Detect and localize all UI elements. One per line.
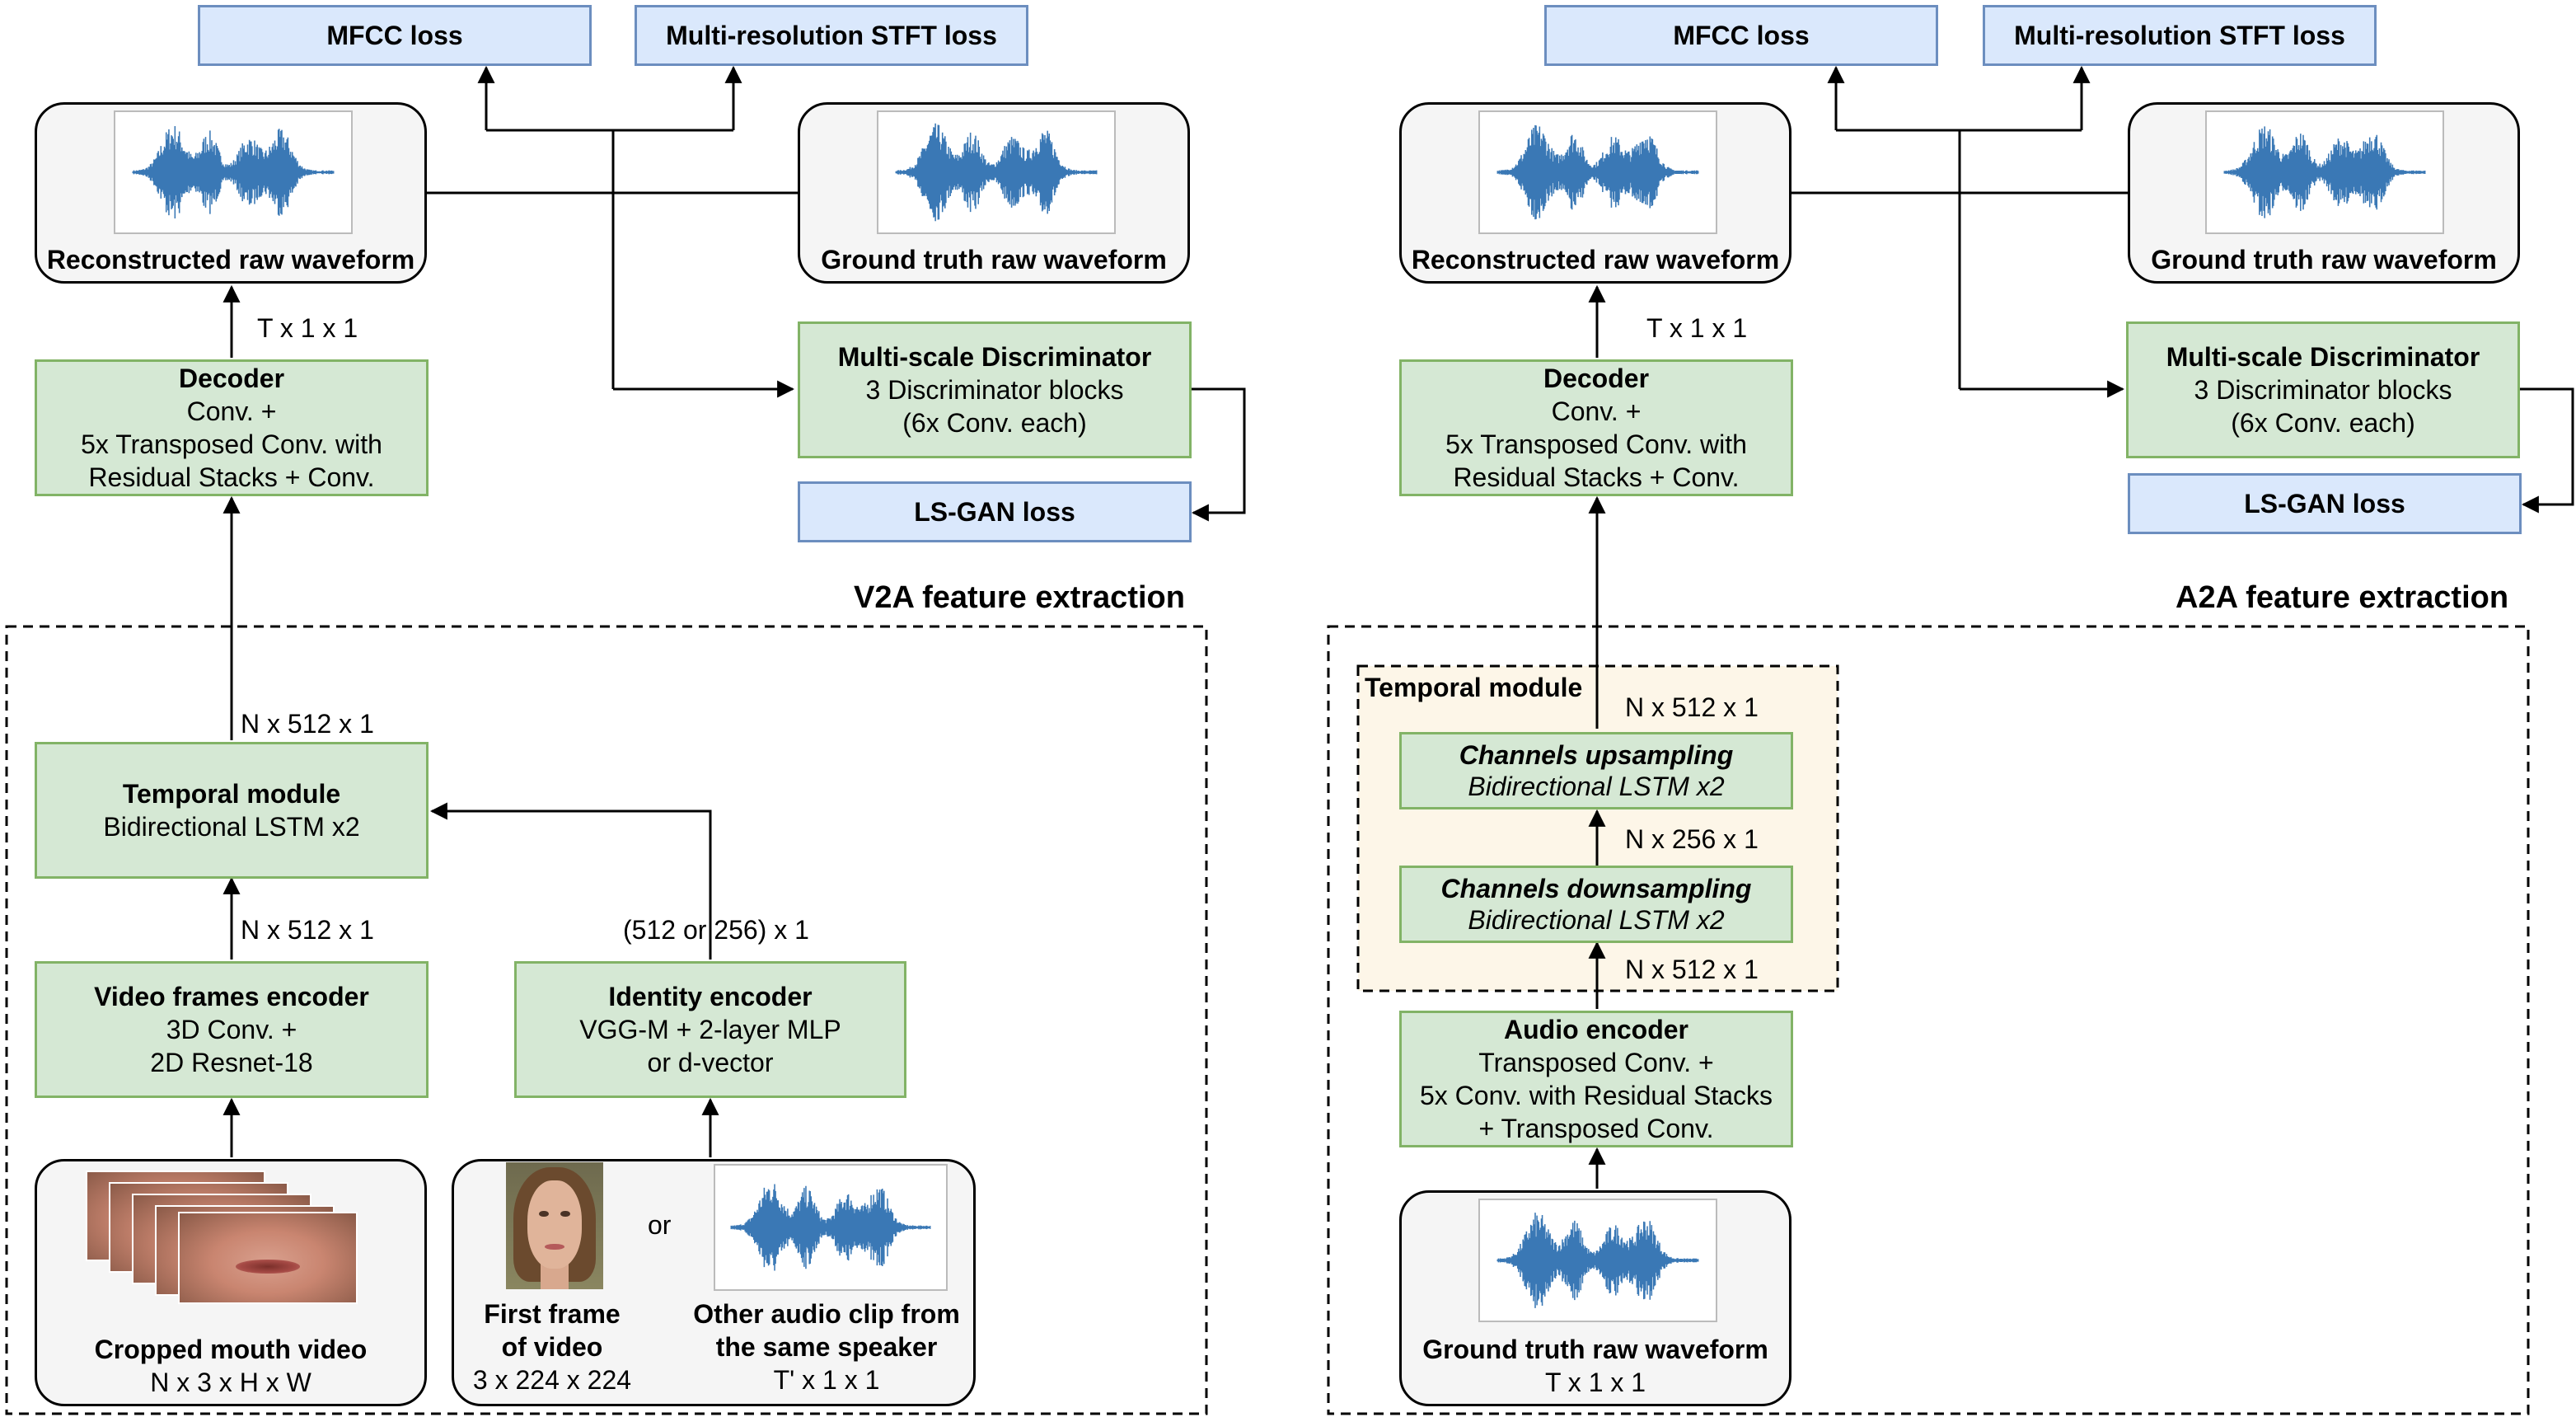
- video-encoder-title: Video frames encoder: [94, 982, 369, 1011]
- other-audio-title: Other audio clip from: [693, 1299, 960, 1329]
- mouth-video-dims: N x 3 x H x W: [150, 1368, 311, 1397]
- waveform-icon: [714, 1164, 948, 1291]
- temporal-line: Bidirectional LSTM x2: [103, 812, 360, 842]
- discriminator-line: 3 Discriminator blocks: [2194, 375, 2452, 405]
- mouth-video-title: Cropped mouth video: [94, 1335, 368, 1364]
- identity-encoder-line: VGG-M + 2-layer MLP: [579, 1015, 841, 1044]
- other-audio-title: the same speaker: [715, 1332, 938, 1362]
- audio-encoder-box: Audio encoder Transposed Conv. + 5x Conv…: [1399, 1011, 1793, 1147]
- waveform-icon: [132, 126, 335, 218]
- stft-loss-label: Multi-resolution STFT loss: [666, 21, 997, 50]
- decoder-title: Decoder: [1543, 364, 1650, 393]
- decoder-line: Conv. +: [1551, 396, 1642, 426]
- discriminator-title: Multi-scale Discriminator: [2166, 342, 2480, 372]
- decoder-line: 5x Transposed Conv. with: [1445, 429, 1747, 459]
- waveform-icon: [877, 110, 1116, 234]
- discriminator-box: Multi-scale Discriminator 3 Discriminato…: [798, 321, 1192, 458]
- discriminator-box: Multi-scale Discriminator 3 Discriminato…: [2126, 321, 2520, 458]
- decoder-line: Residual Stacks + Conv.: [88, 462, 375, 492]
- temporal-module-box: Temporal module Bidirectional LSTM x2: [35, 742, 429, 879]
- downsampling-output-dims: N x 256 x 1: [1625, 824, 1759, 854]
- upsampling-line: Bidirectional LSTM x2: [1468, 772, 1725, 801]
- video-encoder-line: 3D Conv. +: [166, 1015, 297, 1044]
- reconstructed-waveform-label: Reconstructed raw waveform: [1411, 245, 1780, 274]
- stft-loss-label: Multi-resolution STFT loss: [2014, 21, 2345, 50]
- decoder-output-dims: T x 1 x 1: [257, 313, 358, 343]
- downsampling-title: Channels downsampling: [1440, 874, 1752, 903]
- video-encoder-output-dims: N x 512 x 1: [241, 915, 374, 945]
- waveform-icon: [2205, 110, 2444, 234]
- arrow-icon: [2520, 387, 2574, 514]
- decoder-line: Residual Stacks + Conv.: [1453, 462, 1740, 492]
- other-audio-caption: Other audio clip from the same speaker T…: [677, 1296, 976, 1398]
- first-frame-dims: 3 x 224 x 224: [472, 1365, 632, 1395]
- downsampling-line: Bidirectional LSTM x2: [1468, 905, 1725, 935]
- temporal-module-label: Temporal module: [1365, 673, 1583, 702]
- identity-encoder-title: Identity encoder: [608, 982, 813, 1011]
- discriminator-line: (6x Conv. each): [2231, 408, 2415, 438]
- audio-encoder-line: 5x Conv. with Residual Stacks: [1419, 1081, 1773, 1110]
- decoder-box: Decoder Conv. + 5x Transposed Conv. with…: [1399, 359, 1793, 496]
- decoder-line: 5x Transposed Conv. with: [81, 429, 382, 459]
- decoder-box: Decoder Conv. + 5x Transposed Conv. with…: [35, 359, 429, 496]
- ground-truth-input-title: Ground truth raw waveform: [1422, 1335, 1768, 1364]
- upsampling-output-dims: N x 512 x 1: [1625, 692, 1759, 722]
- decoder-line: Conv. +: [186, 396, 277, 426]
- stft-loss-box: Multi-resolution STFT loss: [635, 5, 1028, 66]
- section-title: A2A feature extraction: [2176, 580, 2509, 615]
- first-frame-title: First frame: [484, 1299, 621, 1329]
- identity-encoder-line: or d-vector: [647, 1048, 774, 1077]
- lsgan-loss-label: LS-GAN loss: [2244, 489, 2405, 518]
- identity-encoder-box: Identity encoder VGG-M + 2-layer MLP or …: [514, 961, 906, 1098]
- channels-upsampling-box: Channels upsampling Bidirectional LSTM x…: [1399, 732, 1793, 809]
- or-label: or: [648, 1210, 672, 1240]
- waveform-icon: [2223, 126, 2426, 218]
- waveform-icon: [730, 1184, 931, 1271]
- temporal-output-dims: N x 512 x 1: [241, 709, 374, 739]
- waveform-icon: [1496, 124, 1699, 220]
- audio-encoder-title: Audio encoder: [1503, 1015, 1688, 1044]
- arrow-icon: [429, 802, 712, 960]
- temporal-title: Temporal module: [122, 779, 341, 809]
- waveform-icon: [1496, 1213, 1699, 1308]
- a2a-section-frame: [1327, 625, 2530, 1415]
- lsgan-loss-box: LS-GAN loss: [2128, 473, 2522, 534]
- first-frame-caption: First frame of video 3 x 224 x 224: [461, 1296, 643, 1398]
- stft-loss-box: Multi-resolution STFT loss: [1983, 5, 2377, 66]
- channels-downsampling-box: Channels downsampling Bidirectional LSTM…: [1399, 866, 1793, 943]
- audio-encoder-line: + Transposed Conv.: [1478, 1114, 1714, 1143]
- identity-encoder-output-dims: (512 or 256) x 1: [623, 915, 809, 945]
- other-audio-dims: T' x 1 x 1: [773, 1365, 880, 1395]
- waveform-icon: [1478, 1199, 1717, 1322]
- decoder-output-dims: T x 1 x 1: [1646, 313, 1748, 343]
- decoder-title: Decoder: [178, 364, 285, 393]
- v2a-section-frame: [5, 625, 1208, 1415]
- waveform-icon: [1478, 110, 1717, 234]
- section-title: V2A feature extraction: [854, 580, 1185, 615]
- audio-encoder-output-dims: N x 512 x 1: [1625, 955, 1759, 984]
- mfcc-loss-label: MFCC loss: [1673, 21, 1810, 50]
- waveform-icon: [895, 123, 1098, 222]
- mfcc-loss-box: MFCC loss: [198, 5, 592, 66]
- reconstructed-waveform-label: Reconstructed raw waveform: [46, 245, 415, 274]
- waveform-icon: [114, 110, 353, 234]
- ground-truth-waveform-label: Ground truth raw waveform: [821, 245, 1167, 274]
- first-frame-title: of video: [501, 1332, 603, 1362]
- ground-truth-waveform-label: Ground truth raw waveform: [2151, 245, 2497, 274]
- mfcc-loss-box: MFCC loss: [1544, 5, 1938, 66]
- discriminator-title: Multi-scale Discriminator: [837, 342, 1152, 372]
- video-encoder-line: 2D Resnet-18: [150, 1048, 313, 1077]
- face-photo-icon: [506, 1162, 603, 1289]
- upsampling-title: Channels upsampling: [1459, 740, 1734, 770]
- video-frames-encoder-box: Video frames encoder 3D Conv. + 2D Resne…: [35, 961, 429, 1098]
- ground-truth-input-dims: T x 1 x 1: [1544, 1368, 1646, 1397]
- arrow-icon: [1191, 387, 1246, 522]
- mfcc-loss-label: MFCC loss: [326, 21, 463, 50]
- discriminator-line: 3 Discriminator blocks: [865, 375, 1124, 405]
- lsgan-loss-label: LS-GAN loss: [914, 497, 1075, 527]
- audio-encoder-line: Transposed Conv. +: [1478, 1048, 1714, 1077]
- discriminator-line: (6x Conv. each): [902, 408, 1087, 438]
- lsgan-loss-box: LS-GAN loss: [798, 481, 1192, 542]
